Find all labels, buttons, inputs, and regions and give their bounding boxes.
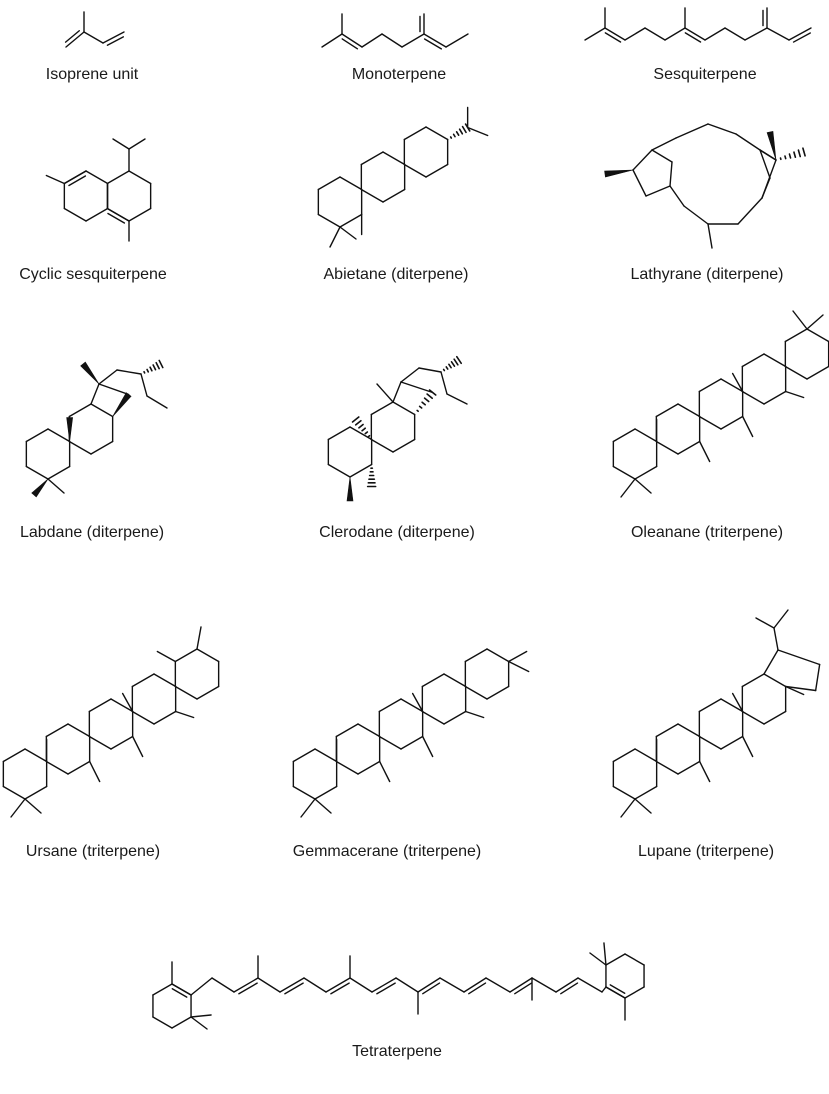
isoprene-unit-label: Isoprene unit <box>45 66 139 83</box>
abietane-structure <box>317 106 489 248</box>
labdane-structure <box>25 359 168 498</box>
gemmacerane-structure <box>292 648 530 818</box>
lathyrane-structure <box>604 123 806 249</box>
clerodane-structure <box>327 355 468 502</box>
lupane-structure <box>612 609 821 818</box>
gemmacerane-label: Gemmacerane (triterpene) <box>292 843 482 860</box>
sesquiterpene-label: Sesquiterpene <box>653 66 757 83</box>
monoterpene-structure <box>321 13 469 50</box>
ursane-structure <box>2 626 220 818</box>
cyclic-sesquiterpene-label: Cyclic sesquiterpene <box>19 266 167 283</box>
oleanane-label: Oleanane (triterpene) <box>630 524 784 541</box>
abietane-label: Abietane (diterpene) <box>323 266 469 283</box>
lathyrane-label: Lathyrane (diterpene) <box>630 266 784 283</box>
clerodane-label: Clerodane (diterpene) <box>319 524 475 541</box>
ursane-label: Ursane (triterpene) <box>25 843 161 860</box>
oleanane-structure <box>612 310 829 498</box>
labdane-label: Labdane (diterpene) <box>19 524 165 541</box>
lupane-label: Lupane (triterpene) <box>637 843 775 860</box>
sesquiterpene-structure <box>584 7 812 43</box>
tetraterpene-label: Tetraterpene <box>352 1043 442 1060</box>
isoprene-unit-structure <box>64 11 125 48</box>
cyclic-sesquiterpene-structure <box>45 138 152 242</box>
monoterpene-label: Monoterpene <box>351 66 447 83</box>
tetraterpene-structure <box>152 942 645 1030</box>
